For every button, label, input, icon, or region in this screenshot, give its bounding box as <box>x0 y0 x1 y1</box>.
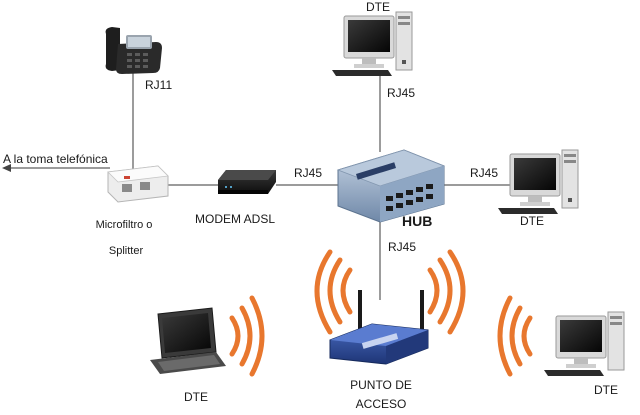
wifi-waves-icon <box>229 249 533 377</box>
dte-bottom-right-label: DTE <box>594 383 618 397</box>
rj45-modem-hub-label: RJ45 <box>294 166 323 180</box>
splitter-label-line2: Splitter <box>108 245 144 257</box>
rj11-label: RJ11 <box>145 78 173 92</box>
access-point-label-line2: ACCESO <box>355 397 407 411</box>
modem-icon <box>218 170 276 194</box>
desktop-computer-icon <box>332 11 413 76</box>
dte-top-label: DTE <box>366 0 390 14</box>
hub-icon <box>336 149 446 223</box>
hub-label: HUB <box>402 213 433 229</box>
telephone-icon <box>105 27 162 74</box>
rj45-right-label: RJ45 <box>470 166 499 180</box>
rj45-top-label: RJ45 <box>387 86 416 100</box>
rj45-bottom-label: RJ45 <box>388 240 417 254</box>
modem-label: MODEM ADSL <box>195 212 276 226</box>
splitter-label-line1: Microfiltro o <box>95 219 153 231</box>
dte-right-label: DTE <box>520 214 544 228</box>
desktop-computer-icon <box>498 149 579 214</box>
splitter-icon <box>107 165 169 203</box>
cables <box>10 72 512 300</box>
desktop-computer-icon <box>544 311 625 376</box>
wireless-router-icon <box>329 290 429 365</box>
arrow-left-icon <box>2 164 11 172</box>
wall-jack-label: A la toma telefónica <box>3 152 108 166</box>
access-point-label-line1: PUNTO DE <box>350 378 412 392</box>
dte-bottom-left-label: DTE <box>184 390 208 404</box>
laptop-icon <box>150 307 226 374</box>
